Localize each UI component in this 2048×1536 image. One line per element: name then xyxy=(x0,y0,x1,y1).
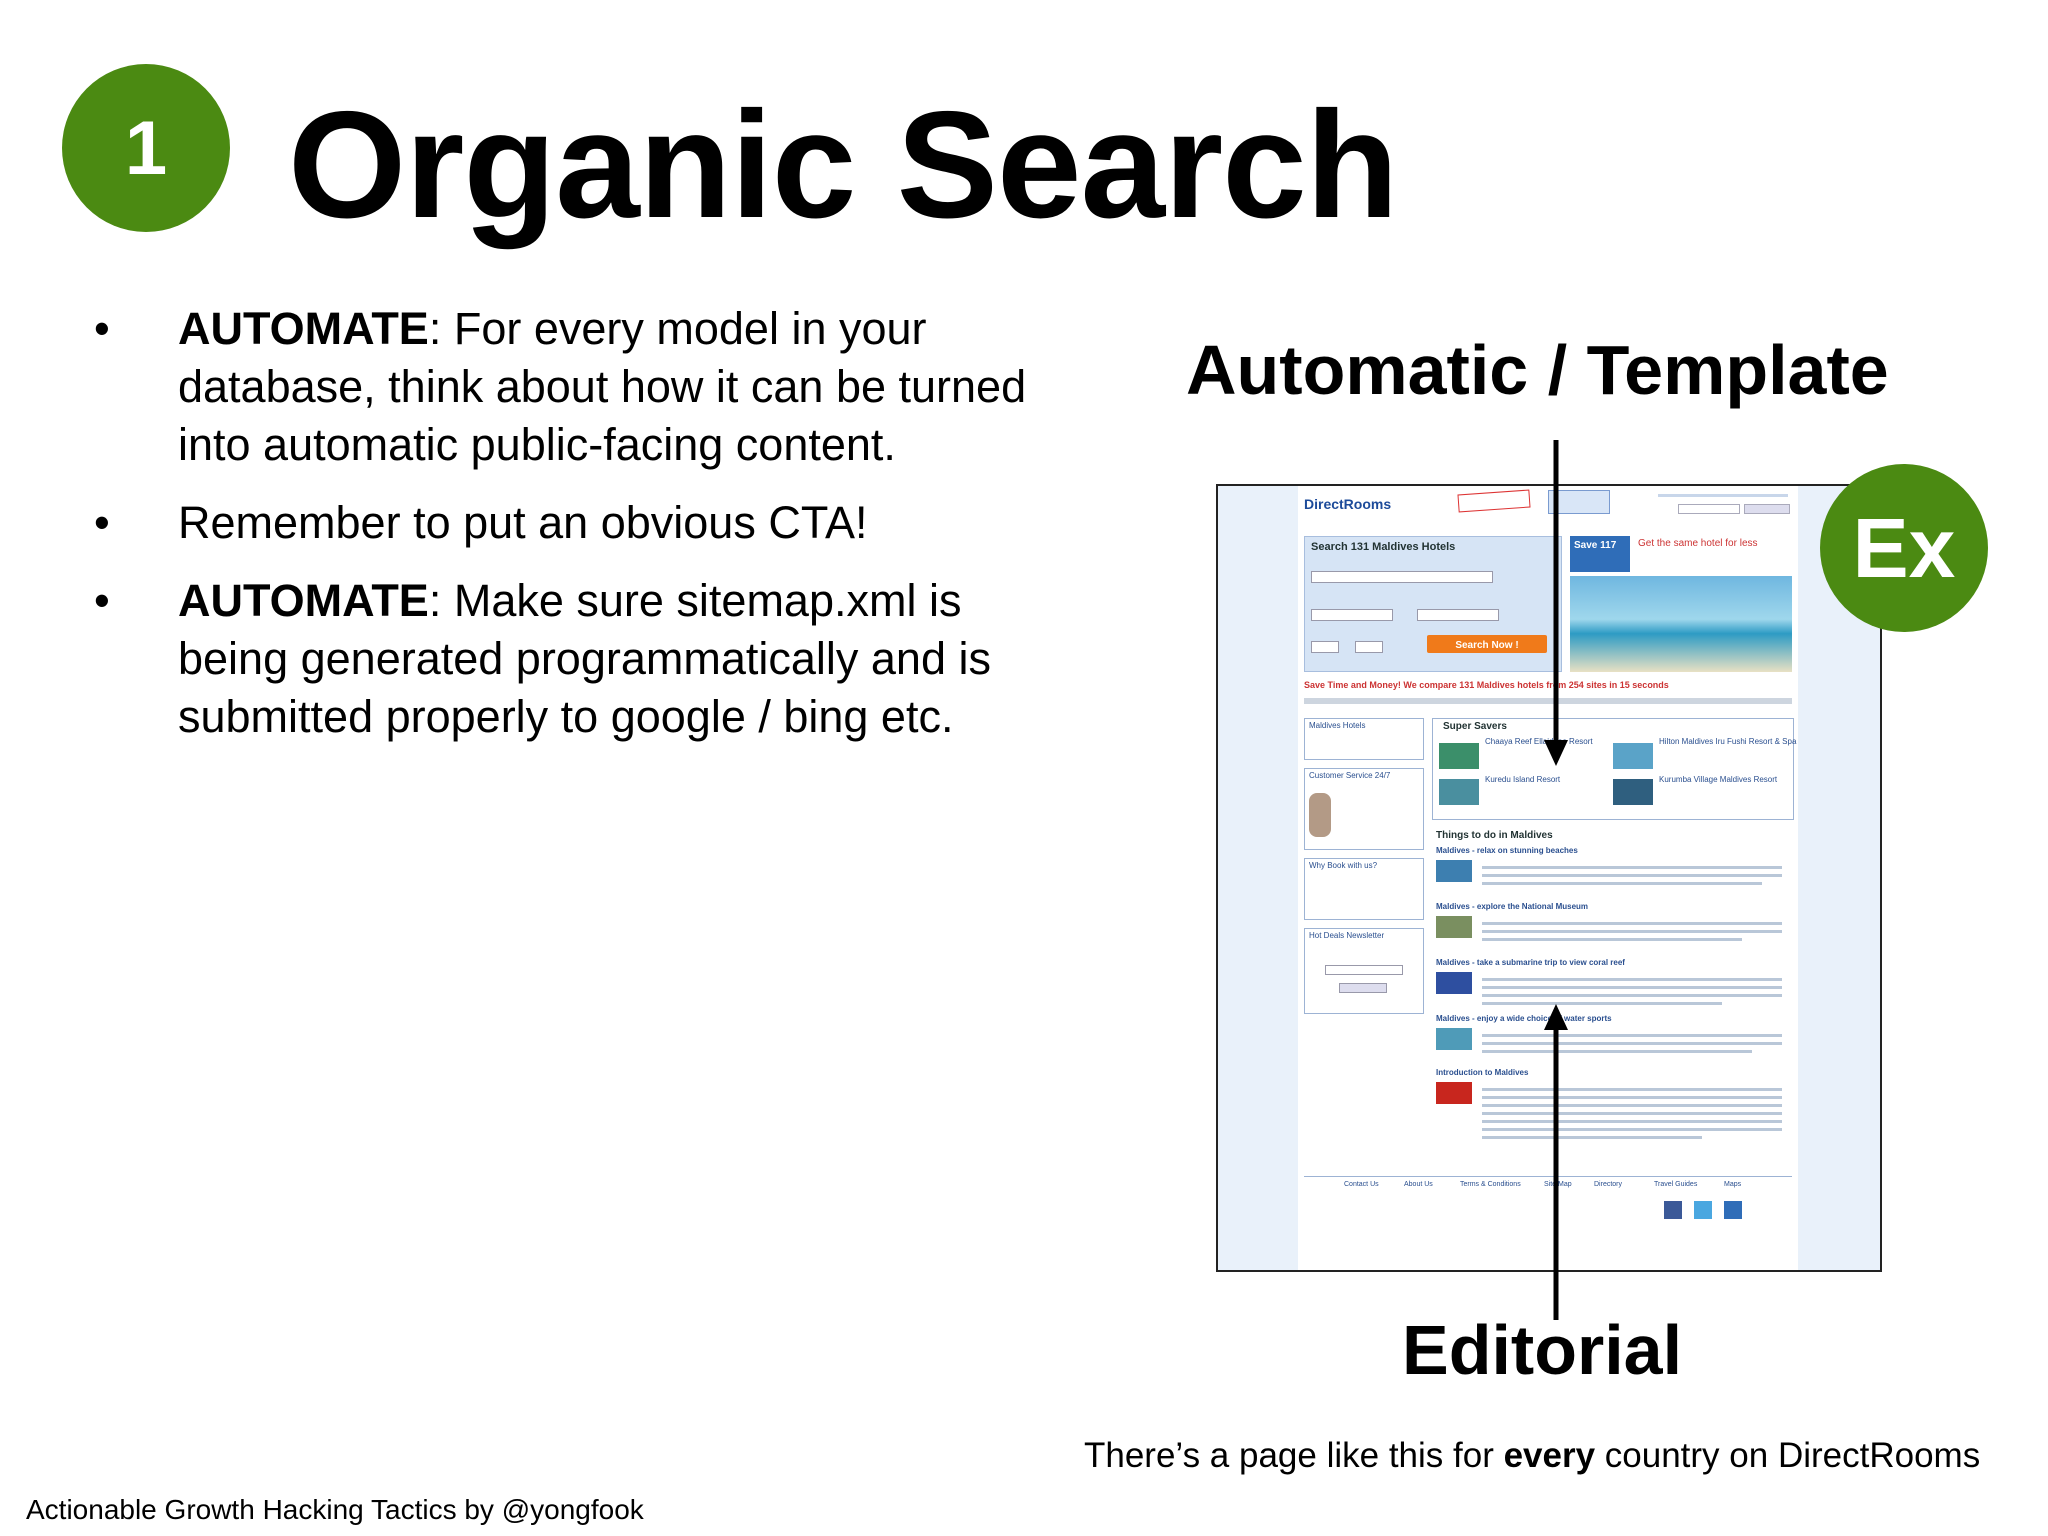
bullet-dot-icon: • xyxy=(94,303,110,354)
caption-post: country on DirectRooms xyxy=(1595,1436,1981,1475)
twitter-icon[interactable] xyxy=(1694,1201,1712,1219)
promo-beach-image xyxy=(1570,576,1792,672)
bullet-list: • AUTOMATE: For every model in your data… xyxy=(84,300,1064,766)
article-heading: Maldives - take a submarine trip to view… xyxy=(1436,958,1625,967)
hotel-link[interactable]: Hilton Maldives Iru Fushi Resort & Spa xyxy=(1659,737,1797,746)
sidebar-title: Hot Deals Newsletter xyxy=(1309,931,1385,940)
example-caption: There’s a page like this for every count… xyxy=(1084,1436,1980,1476)
site-search-button[interactable] xyxy=(1744,504,1790,514)
sidebar-title: Customer Service 24/7 xyxy=(1309,771,1391,780)
subscribe-button[interactable] xyxy=(1339,983,1387,993)
article-heading: Maldives - relax on stunning beaches xyxy=(1436,846,1578,855)
bullet-bold: AUTOMATE xyxy=(178,575,429,626)
footer-link[interactable]: Terms & Conditions xyxy=(1460,1181,1521,1188)
hotel-link[interactable]: Chaaya Reef Ellaidhoo Resort xyxy=(1485,737,1593,746)
bullet-dot-icon: • xyxy=(94,575,110,626)
super-savers-box: Super Savers Chaaya Reef Ellaidhoo Resor… xyxy=(1432,718,1797,820)
sidebar-title: Maldives Hotels xyxy=(1309,721,1366,730)
page-title: Organic Search xyxy=(288,80,1399,250)
template-arrow-icon xyxy=(1544,440,1568,766)
footer-link[interactable]: Contact Us xyxy=(1344,1181,1379,1188)
article-list: Maldives - relax on stunning beaches Mal… xyxy=(1432,846,1792,1126)
rooms-select[interactable] xyxy=(1355,641,1383,653)
article-heading: Maldives - enjoy a wide choice of water … xyxy=(1436,1014,1612,1023)
maldives-flag xyxy=(1436,1082,1472,1104)
footer-link[interactable]: Directory xyxy=(1594,1181,1623,1188)
search-title: Search 131 Maldives Hotels xyxy=(1311,541,1456,553)
step-number: 1 xyxy=(124,105,168,191)
promo-text: Get the same hotel for less xyxy=(1638,538,1758,549)
search-now-button[interactable]: Search Now ! xyxy=(1427,635,1547,653)
example-badge-text: Ex xyxy=(1852,500,1956,595)
site-search-input[interactable] xyxy=(1678,504,1740,514)
automatic-template-label: Automatic / Template xyxy=(1186,331,1889,409)
agent-photo xyxy=(1309,793,1331,837)
checkin-select[interactable] xyxy=(1311,609,1393,621)
things-to-do-title: Things to do in Maldives xyxy=(1436,830,1553,841)
checkout-select[interactable] xyxy=(1417,609,1499,621)
footer-link[interactable]: Maps xyxy=(1724,1181,1742,1188)
slide-footer: Actionable Growth Hacking Tactics by @yo… xyxy=(26,1494,644,1525)
step-number-badge: 1 xyxy=(62,64,230,232)
bullet-item: • Remember to put an obvious CTA! xyxy=(84,494,1064,552)
hotel-thumb xyxy=(1613,743,1653,769)
hotel-search-box: Search 131 Maldives Hotels Search Now ! xyxy=(1304,536,1562,672)
article-heading: Maldives - explore the National Museum xyxy=(1436,902,1589,911)
caption-bold: every xyxy=(1503,1436,1596,1475)
sidebar-title: Why Book with us? xyxy=(1309,861,1378,870)
newsletter-email-input[interactable] xyxy=(1325,965,1403,975)
google-plus-one-icon[interactable] xyxy=(1724,1201,1742,1219)
bullet-item: • AUTOMATE: For every model in your data… xyxy=(84,300,1064,474)
footer-link[interactable]: About Us xyxy=(1404,1181,1433,1188)
compare-stamp xyxy=(1457,489,1531,513)
hotel-thumb xyxy=(1439,743,1479,769)
sidebar: Maldives Hotels Customer Service 24/7 Wh… xyxy=(1304,718,1424,1108)
article-heading: Introduction to Maldives xyxy=(1436,1068,1529,1077)
site-footer: Contact Us About Us Terms & Conditions S… xyxy=(1304,1176,1792,1247)
screenshot-page: DirectRooms Search 131 Maldives Hotels S… xyxy=(1298,486,1798,1270)
compare-line: Save Time and Money! We compare 131 Mald… xyxy=(1304,680,1669,690)
guests-select[interactable] xyxy=(1311,641,1339,653)
article-thumb xyxy=(1436,860,1472,882)
bullet-text: : For every model in your database, thin… xyxy=(178,303,1027,470)
bullet-text: Remember to put an obvious CTA! xyxy=(178,497,868,548)
example-badge: Ex xyxy=(1820,464,1988,632)
footer-link[interactable]: Travel Guides xyxy=(1654,1181,1698,1188)
editorial-label: Editorial xyxy=(1402,1311,1683,1389)
bullet-bold: AUTOMATE xyxy=(178,303,429,354)
save-badge: Save 117 xyxy=(1570,536,1630,572)
example-screenshot: DirectRooms Search 131 Maldives Hotels S… xyxy=(1216,484,1882,1272)
destination-input[interactable] xyxy=(1311,571,1493,583)
bullet-text: : Make sure sitemap.xml is being generat… xyxy=(178,575,991,742)
bullet-item: • AUTOMATE: Make sure sitemap.xml is bei… xyxy=(84,572,1064,746)
editorial-arrow-icon xyxy=(1544,1004,1568,1320)
hotel-link[interactable]: Kurumba Village Maldives Resort xyxy=(1659,775,1778,784)
hotel-link[interactable]: Kuredu Island Resort xyxy=(1485,775,1561,784)
site-logo: DirectRooms xyxy=(1304,496,1392,512)
article-thumb xyxy=(1436,916,1472,938)
caption-pre: There’s a page like this for xyxy=(1084,1436,1504,1475)
super-savers-title: Super Savers xyxy=(1443,721,1507,732)
hotel-thumb xyxy=(1613,779,1653,805)
hotel-thumb xyxy=(1439,779,1479,805)
article-thumb xyxy=(1436,1028,1472,1050)
facebook-icon[interactable] xyxy=(1664,1201,1682,1219)
bullet-dot-icon: • xyxy=(94,497,110,548)
article-thumb xyxy=(1436,972,1472,994)
